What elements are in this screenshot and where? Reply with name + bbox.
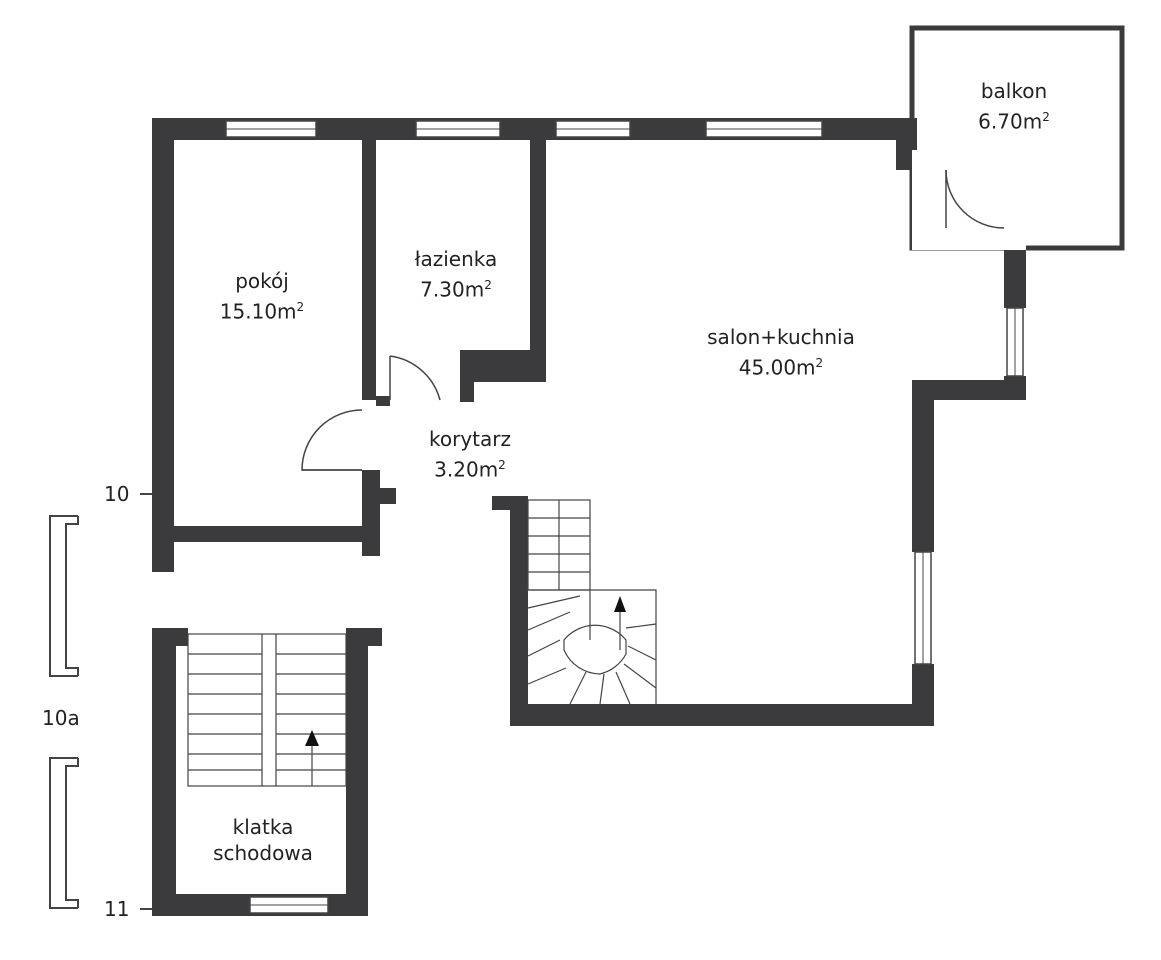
balcony-floor-cover (912, 150, 1030, 250)
stairs-arrow-up (614, 596, 626, 612)
corridor-left-wall-lower (362, 470, 380, 556)
room-label-korytarz: korytarz 3.20m2 (429, 426, 511, 483)
room-area: 7.30m2 (420, 277, 492, 302)
room-label-pokoj: pokój 15.10m2 (220, 268, 304, 325)
lazienka-bottom-block (460, 350, 546, 382)
room-area: 15.10m2 (219, 299, 305, 324)
stairwell-top-right (346, 628, 382, 646)
lazienka-bottom-left (376, 396, 390, 406)
stairwell-stairs (187, 633, 347, 787)
room-name: klatka (232, 815, 294, 839)
room-label-lazienka: łazienka 7.30m2 (415, 246, 497, 303)
door-lazienka (389, 355, 441, 401)
lazienka-door-jamb (460, 350, 474, 402)
stairwell-arrow-up (305, 730, 319, 746)
stair-left-cap (492, 496, 528, 510)
room-name: łazienka (414, 247, 498, 271)
stairwell-right-wall (346, 628, 368, 916)
step-wall (912, 380, 1026, 400)
door-balcony (945, 169, 1005, 229)
doors (301, 169, 1005, 471)
room-area: 6.70m2 (978, 109, 1050, 134)
salon-bottom-wall (510, 704, 934, 726)
room-name: balkon (980, 79, 1048, 103)
salon-right-wall (912, 380, 934, 552)
interior-stairs (527, 499, 657, 705)
room-area: 3.20m2 (434, 457, 506, 482)
room-area: 45.00m2 (738, 355, 824, 380)
walls (152, 118, 1026, 916)
stair-left-wall (510, 500, 528, 726)
axis-label-10a: 10a (42, 706, 80, 730)
pokoj-bottom-wall (152, 526, 380, 542)
axis-label-11: 11 (104, 897, 130, 921)
door-pokoj (301, 409, 363, 471)
room-label-balkon: balkon 6.70m2 (978, 78, 1050, 135)
room-label-salon: salon+kuchnia 45.00m2 (707, 324, 855, 381)
axis-markers (49, 493, 152, 910)
room-name: korytarz (429, 427, 511, 451)
room-name: pokój (235, 269, 289, 293)
corridor-stub (362, 488, 396, 504)
windows (225, 120, 1024, 914)
balcony (909, 25, 1125, 251)
pokoj-partition (362, 138, 376, 400)
room-name-2: schodowa (213, 841, 313, 865)
lazienka-partition (530, 138, 546, 382)
left-wall (152, 118, 174, 572)
room-name: salon+kuchnia (707, 325, 855, 349)
axis-label-10: 10 (104, 482, 130, 506)
room-label-klatka: klatka schodowa (213, 814, 313, 866)
